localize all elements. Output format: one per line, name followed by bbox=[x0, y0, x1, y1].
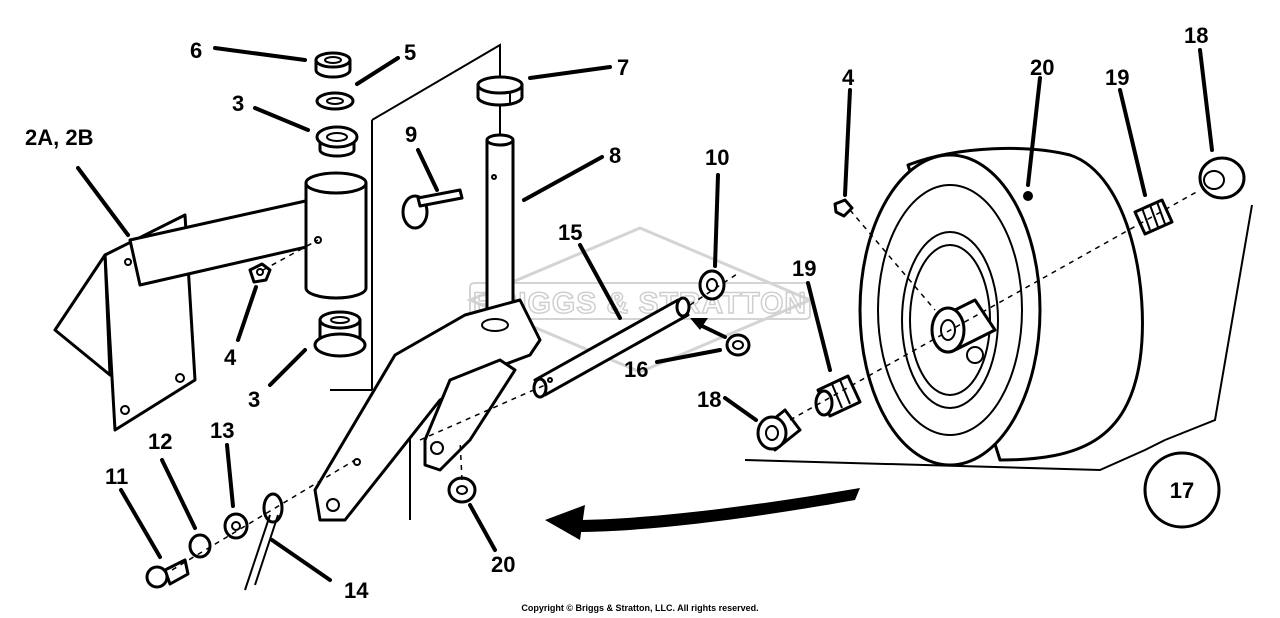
axle-15 bbox=[532, 296, 691, 399]
washer-5 bbox=[315, 91, 355, 111]
callout-3-top: 3 bbox=[232, 91, 244, 116]
grease-fitting-4-left bbox=[248, 262, 272, 284]
callout-7: 7 bbox=[617, 55, 629, 80]
hairpin-clip-14 bbox=[244, 492, 284, 591]
flange-bushing-3-top bbox=[315, 125, 359, 158]
callout-9: 9 bbox=[405, 122, 417, 147]
roller-bearing-19-top bbox=[1133, 198, 1174, 236]
bushing-18-mid bbox=[756, 408, 802, 452]
callout-15: 15 bbox=[558, 220, 582, 245]
tire-marker-dot bbox=[1023, 191, 1033, 201]
lock-washer-12 bbox=[188, 533, 212, 559]
callout-2a-2b: 2A, 2B bbox=[25, 125, 93, 150]
split-spacer-7 bbox=[476, 75, 524, 107]
rotation-arrow bbox=[545, 488, 860, 540]
callout-17: 17 bbox=[1170, 478, 1194, 503]
callout-6: 6 bbox=[190, 38, 202, 63]
callout-20-tire: 20 bbox=[1030, 55, 1054, 80]
assembly-centerlines bbox=[171, 189, 1201, 571]
callout-18-top: 18 bbox=[1184, 23, 1208, 48]
washer-13 bbox=[223, 512, 249, 540]
callout-11: 11 bbox=[105, 464, 128, 489]
roller-bearing-19-mid bbox=[814, 374, 862, 418]
callout-14: 14 bbox=[344, 578, 369, 603]
lock-nut-16 bbox=[725, 333, 751, 357]
callout-10: 10 bbox=[705, 145, 729, 170]
spindle-8 bbox=[485, 133, 515, 327]
copyright-notice: Copyright © Briggs & Stratton, LLC. All … bbox=[521, 603, 759, 613]
callout-4-wheel: 4 bbox=[842, 65, 855, 90]
callout-16: 16 bbox=[624, 357, 648, 382]
insert-arrow bbox=[690, 318, 727, 339]
wheel-tire-20 bbox=[858, 146, 1144, 467]
callout-19-top: 19 bbox=[1105, 65, 1129, 90]
callout-3-bottom: 3 bbox=[248, 387, 260, 412]
callout-13: 13 bbox=[210, 418, 234, 443]
callout-4-left: 4 bbox=[224, 345, 237, 370]
flange-bushing-3-bottom bbox=[313, 310, 367, 358]
ring-pin-9 bbox=[401, 188, 464, 230]
leader-lines bbox=[76, 46, 1214, 582]
callout-18-mid: 18 bbox=[697, 387, 721, 412]
callout-20-nut: 20 bbox=[491, 552, 515, 577]
callout-19-mid: 19 bbox=[792, 256, 816, 281]
left-group-outline bbox=[371, 43, 501, 140]
caster-fork bbox=[313, 298, 542, 522]
callout-8: 8 bbox=[609, 143, 621, 168]
washer-10 bbox=[698, 269, 726, 301]
callout-17-circle: 17 bbox=[1143, 451, 1221, 529]
bolt-11 bbox=[145, 558, 190, 589]
bushing-18-top bbox=[1198, 156, 1246, 200]
mounting-bracket bbox=[53, 198, 317, 432]
lock-nut-20 bbox=[447, 476, 477, 504]
wheel-group-outline bbox=[744, 439, 1166, 472]
grease-fitting-4-wheel bbox=[833, 198, 854, 218]
jam-nut-6 bbox=[314, 51, 352, 79]
callout-5: 5 bbox=[404, 40, 416, 65]
pivot-tube bbox=[304, 171, 368, 300]
callout-12: 12 bbox=[148, 429, 172, 454]
